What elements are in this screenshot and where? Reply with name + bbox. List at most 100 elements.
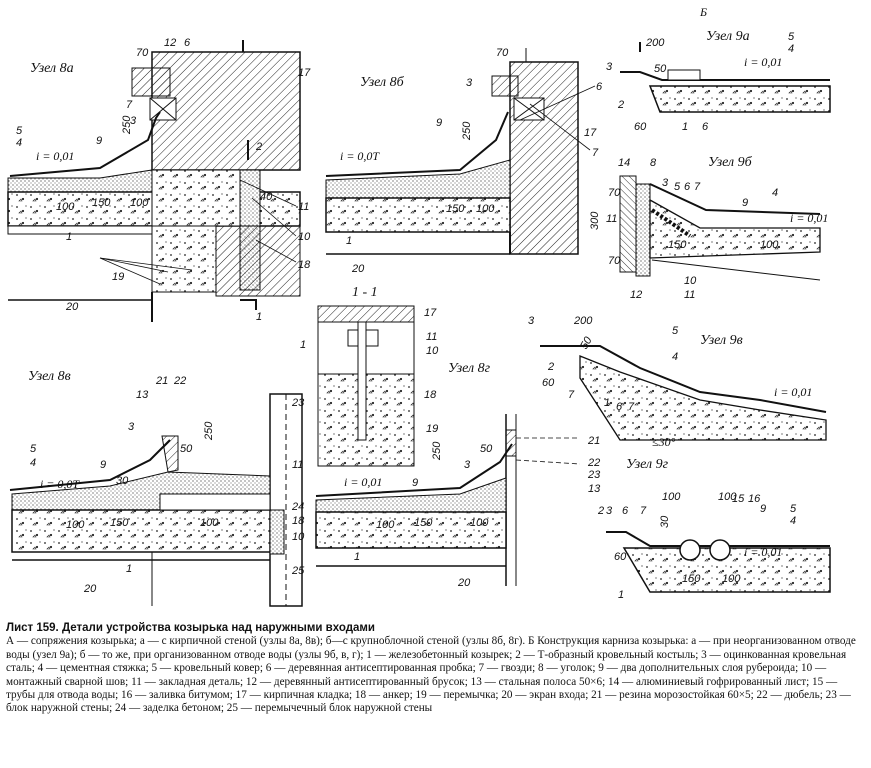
caption: Лист 159. Детали устройства козырька над… — [6, 622, 866, 716]
construction-drawing: Узел 8а Узел 8б Узел 9а Узел 9б Узел 9в … — [7, 5, 831, 607]
detail-8v — [9, 393, 303, 607]
dim-50: 50 — [180, 443, 193, 455]
slope-9b: i = 0,01 — [790, 211, 828, 225]
slope-9v: i = 0,01 — [774, 385, 812, 399]
dim-100: 100 — [662, 491, 681, 503]
callout-10: 10 — [292, 531, 305, 543]
dim-200: 200 — [645, 37, 665, 49]
dim-100: 100 — [56, 201, 75, 213]
ratio-bot: 4 — [30, 457, 36, 469]
slope-9g: i = 0,01 — [744, 545, 782, 559]
dim-150: 150 — [446, 203, 465, 215]
callout-1: 1 — [66, 231, 72, 243]
callout-7: 7 — [640, 505, 647, 517]
callout-9: 9 — [760, 503, 766, 515]
callout-12: 12 — [630, 289, 642, 301]
callout-13: 13 — [136, 389, 149, 401]
callout-11: 11 — [292, 459, 303, 471]
callout-6: 6 — [184, 37, 191, 49]
dim-70: 70 — [496, 47, 509, 59]
callout-23: 23 — [587, 469, 601, 481]
callout-18: 18 — [292, 515, 305, 527]
callout-3: 3 — [466, 77, 473, 89]
detail-8a — [7, 40, 301, 322]
detail-9g — [606, 531, 831, 593]
angle-mark: ≤30° — [652, 435, 676, 449]
dim-70: 70 — [608, 187, 621, 199]
callout-1: 1 — [346, 235, 352, 247]
callout-7: 7 — [694, 181, 701, 193]
dim-250: 250 — [203, 421, 215, 441]
slope-8v: i = 0,0T — [40, 477, 80, 491]
dim-250: 250 — [121, 115, 133, 135]
callout-7: 7 — [592, 147, 599, 159]
title-section-1-1: 1 - 1 — [352, 285, 378, 300]
dim-150: 150 — [110, 517, 129, 529]
callout-7: 7 — [568, 389, 575, 401]
callout-11: 11 — [606, 213, 617, 225]
dim-100: 100 — [476, 203, 495, 215]
callout-10: 10 — [684, 275, 697, 287]
dim-150: 150 — [414, 517, 433, 529]
callout-7: 7 — [126, 99, 133, 111]
callout-18: 18 — [298, 259, 311, 271]
callout-1: 1 — [604, 397, 610, 409]
title-8b: Узел 8б — [360, 75, 405, 90]
callout-20: 20 — [83, 583, 97, 595]
callout-9: 9 — [436, 117, 442, 129]
ratio-top: 5 — [30, 443, 37, 455]
callout-10: 10 — [426, 345, 439, 357]
dim-60: 60 — [542, 377, 555, 389]
callout-14: 14 — [618, 157, 630, 169]
callout-1: 1 — [126, 563, 132, 575]
callout-3: 3 — [606, 61, 613, 73]
callout-17: 17 — [584, 127, 597, 139]
callout-2: 2 — [255, 141, 262, 153]
section-b-mark: Б — [699, 5, 707, 19]
callout-17: 17 — [298, 67, 311, 79]
callout-3: 3 — [606, 505, 613, 517]
dim-30: 30 — [659, 515, 671, 528]
ratio-bot: 4 — [788, 43, 794, 55]
callout-6: 6 — [596, 81, 603, 93]
dimensions: 70 70 250 250 250 250 100 150 100 150 10… — [56, 37, 779, 585]
callout-3: 3 — [128, 421, 135, 433]
callout-6: 6 — [616, 401, 623, 413]
dim-30: 30 — [116, 475, 129, 487]
ratio-top: 5 — [788, 31, 795, 43]
callout-21: 21 — [155, 375, 168, 387]
callout-9: 9 — [100, 459, 106, 471]
callout-24: 24 — [291, 501, 304, 513]
callout-4: 4 — [672, 351, 678, 363]
title-9g: Узел 9г — [626, 457, 669, 472]
section-1-1 — [317, 305, 415, 467]
title-8g: Узел 8г — [448, 361, 491, 376]
callout-22: 22 — [587, 457, 600, 469]
callout-2: 2 — [547, 361, 554, 373]
callout-5: 5 — [672, 325, 679, 337]
callout-18: 18 — [424, 389, 437, 401]
callout-2: 2 — [597, 505, 604, 517]
slope-9a: i = 0,01 — [744, 55, 782, 69]
callout-20: 20 — [65, 301, 79, 313]
ratio-top: 5 — [790, 503, 797, 515]
callout-20: 20 — [457, 577, 471, 589]
dim-60: 60 — [614, 551, 627, 563]
callout-5: 5 — [674, 181, 681, 193]
dim-100: 100 — [66, 519, 85, 531]
dim-50: 50 — [578, 334, 595, 351]
caption-text: А — сопряжения козырька; а — с кирпичной… — [6, 635, 856, 715]
slope-8g: i = 0,01 — [344, 475, 382, 489]
slope-8b: i = 0,0T — [340, 149, 380, 163]
callout-16: 16 — [748, 493, 761, 505]
dim-60: 60 — [634, 121, 647, 133]
callout-23: 23 — [291, 397, 305, 409]
detail-8g — [315, 414, 581, 586]
dim-100: 100 — [722, 573, 741, 585]
dim-100: 100 — [470, 517, 489, 529]
callout-25: 25 — [291, 565, 305, 577]
callout-9: 9 — [96, 135, 102, 147]
callout-19: 19 — [112, 271, 124, 283]
dim-250: 250 — [461, 121, 473, 141]
slope-8a: i = 0,01 — [36, 149, 74, 163]
